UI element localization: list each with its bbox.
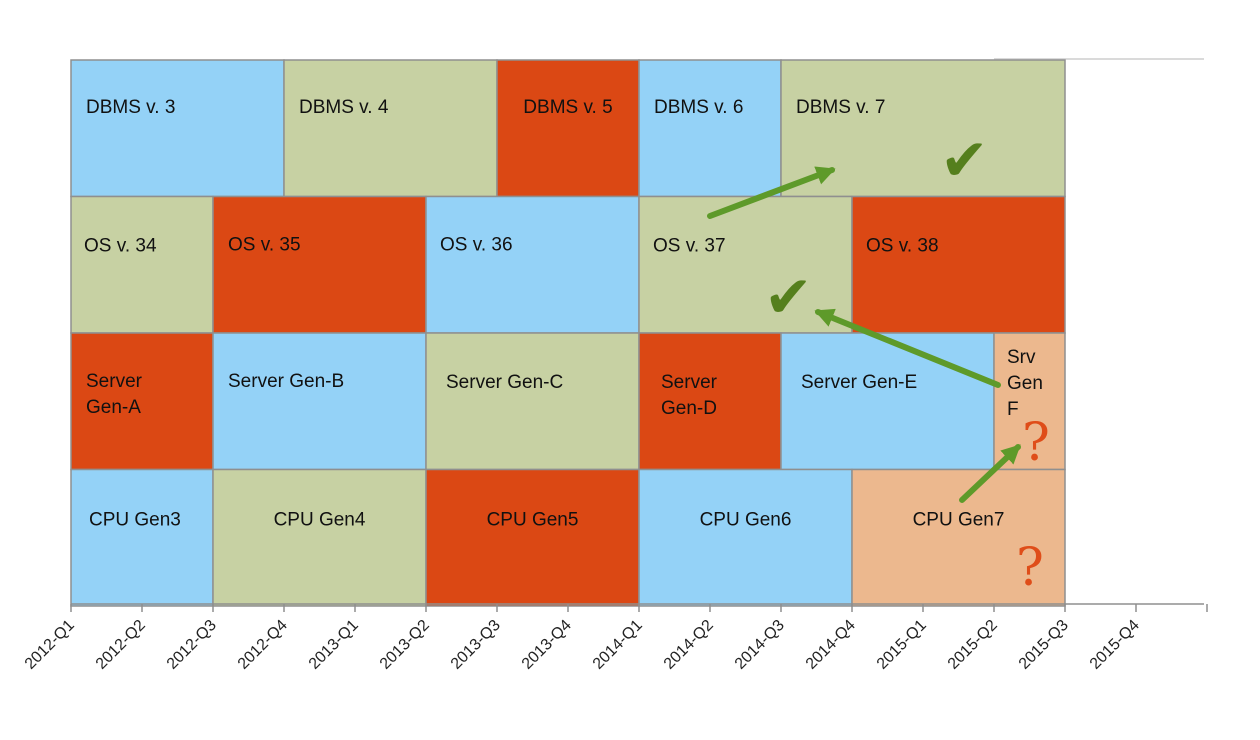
x-tick-label: 2013-Q2 bbox=[377, 617, 433, 673]
row-cpu: CPU Gen3 CPU Gen4 CPU Gen5 CPU Gen6 CPU Gen7 bbox=[70, 468, 1066, 607]
tile-cpu-gen5: CPU Gen5 bbox=[425, 468, 640, 607]
x-tick-label: 2012-Q1 bbox=[22, 617, 78, 673]
tile-label: OS v. 38 bbox=[866, 236, 939, 257]
arrow-srv-gen-f-to-os-v-37 bbox=[814, 308, 1001, 388]
tile-server-gen-b: Server Gen-B bbox=[212, 332, 427, 471]
tile-rect bbox=[70, 468, 214, 607]
tile-label: OS v. 35 bbox=[228, 235, 301, 256]
tile-label: CPU Gen4 bbox=[274, 510, 366, 531]
tile-server-gen-e: Server Gen-E bbox=[780, 332, 995, 471]
tile-os-v-38: OS v. 38 bbox=[851, 195, 1066, 334]
tile-label: CPU Gen3 bbox=[89, 510, 181, 531]
tile-dbms-v-3: DBMS v. 3 bbox=[70, 59, 285, 198]
tile-label: OS v. 36 bbox=[440, 235, 513, 256]
tile-rect bbox=[425, 195, 640, 334]
tile-label: DBMS v. 5 bbox=[523, 97, 612, 118]
question-mark-icon: ? bbox=[1022, 413, 1050, 473]
tile-rect bbox=[212, 195, 427, 334]
row-dbms: DBMS v. 3 DBMS v. 4 DBMS v. 5 DBMS v. 6 DBMS… bbox=[70, 59, 1066, 198]
tile-label: OS v. 34 bbox=[84, 236, 157, 257]
tile-label: DBMS v. 4 bbox=[299, 97, 389, 118]
tile-os-v-34: OS v. 34 bbox=[70, 195, 214, 334]
checkmark-icon: ✔ bbox=[764, 263, 813, 331]
tile-cpu-gen4: CPU Gen4 bbox=[212, 468, 427, 607]
tile-rect bbox=[212, 468, 427, 607]
tile-label: Server Gen-B bbox=[228, 371, 344, 392]
tile-cpu-gen3: CPU Gen3 bbox=[70, 468, 214, 607]
annotations-layer: ✔ ✔?? bbox=[707, 126, 1050, 598]
x-tick-label: 2012-Q2 bbox=[93, 617, 149, 673]
checkmark-icon: ✔ bbox=[940, 126, 989, 194]
tile-rect bbox=[425, 468, 640, 607]
tile-rect bbox=[70, 59, 285, 198]
x-tick-label: 2015-Q1 bbox=[874, 617, 930, 673]
tile-server-gen-c: Server Gen-C bbox=[425, 332, 640, 471]
tile-dbms-v-6: DBMS v. 6 bbox=[638, 59, 782, 198]
tile-label: DBMS v. 3 bbox=[86, 97, 175, 118]
tile-dbms-v-5: DBMS v. 5 bbox=[496, 59, 640, 198]
tile-cpu-gen7: CPU Gen7 bbox=[851, 468, 1066, 607]
tile-rect bbox=[70, 332, 214, 471]
tile-label: CPU Gen5 bbox=[487, 510, 579, 531]
x-tick-label: 2013-Q1 bbox=[306, 617, 362, 673]
x-tick-label: 2013-Q4 bbox=[519, 617, 575, 673]
tile-rect bbox=[780, 332, 995, 471]
x-tick-label: 2014-Q2 bbox=[661, 617, 717, 673]
x-tick-label: 2014-Q4 bbox=[803, 617, 859, 673]
x-tick-label: 2012-Q4 bbox=[235, 617, 291, 673]
tile-label: Server Gen-C bbox=[446, 372, 563, 393]
question-mark-icon: ? bbox=[1016, 538, 1044, 598]
x-tick-label: 2014-Q3 bbox=[732, 617, 788, 673]
tile-label: DBMS v. 6 bbox=[654, 97, 743, 118]
tile-label: CPU Gen7 bbox=[913, 510, 1005, 531]
tile-os-v-36: OS v. 36 bbox=[425, 195, 640, 334]
tile-label: Server Gen-E bbox=[801, 372, 917, 393]
tiles-layer: DBMS v. 3 DBMS v. 4 DBMS v. 5 DBMS v. 6 DBMS… bbox=[70, 59, 1066, 607]
tile-rect bbox=[851, 468, 1066, 607]
tile-rect bbox=[638, 468, 853, 607]
tile-rect bbox=[70, 195, 214, 334]
tile-rect bbox=[425, 332, 640, 471]
arrow-cpu-gen7-to-srv-gen-f bbox=[959, 444, 1021, 503]
tile-rect bbox=[638, 332, 782, 471]
tile-rect bbox=[212, 332, 427, 471]
tile-cpu-gen6: CPU Gen6 bbox=[638, 468, 853, 607]
tile-label: DBMS v. 7 bbox=[796, 97, 885, 118]
x-tick-label: 2015-Q4 bbox=[1087, 617, 1143, 673]
row-os: OS v. 34 OS v. 35 OS v. 36 OS v. 37 OS v. 38 bbox=[70, 195, 1066, 334]
tile-dbms-v-4: DBMS v. 4 bbox=[283, 59, 498, 198]
tile-rect bbox=[851, 195, 1066, 334]
tile-rect bbox=[283, 59, 498, 198]
x-tick-label: 2014-Q1 bbox=[590, 617, 646, 673]
x-tick-label: 2015-Q3 bbox=[1016, 617, 1072, 673]
x-tick-label: 2012-Q3 bbox=[164, 617, 220, 673]
tile-label: CPU Gen6 bbox=[700, 510, 792, 531]
tile-label: OS v. 37 bbox=[653, 236, 726, 257]
x-tick-label: 2015-Q2 bbox=[945, 617, 1001, 673]
tile-rect bbox=[496, 59, 640, 198]
x-tick-label: 2013-Q3 bbox=[448, 617, 504, 673]
tile-rect bbox=[638, 59, 782, 198]
tile-os-v-35: OS v. 35 bbox=[212, 195, 427, 334]
arrow-os-v-37-to-dbms-v-7 bbox=[707, 166, 836, 219]
